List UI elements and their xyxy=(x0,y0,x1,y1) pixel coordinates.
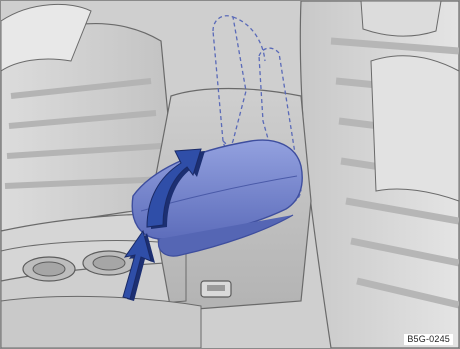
figure-code: B5G-0245 xyxy=(404,334,453,345)
right-seat xyxy=(300,1,459,348)
